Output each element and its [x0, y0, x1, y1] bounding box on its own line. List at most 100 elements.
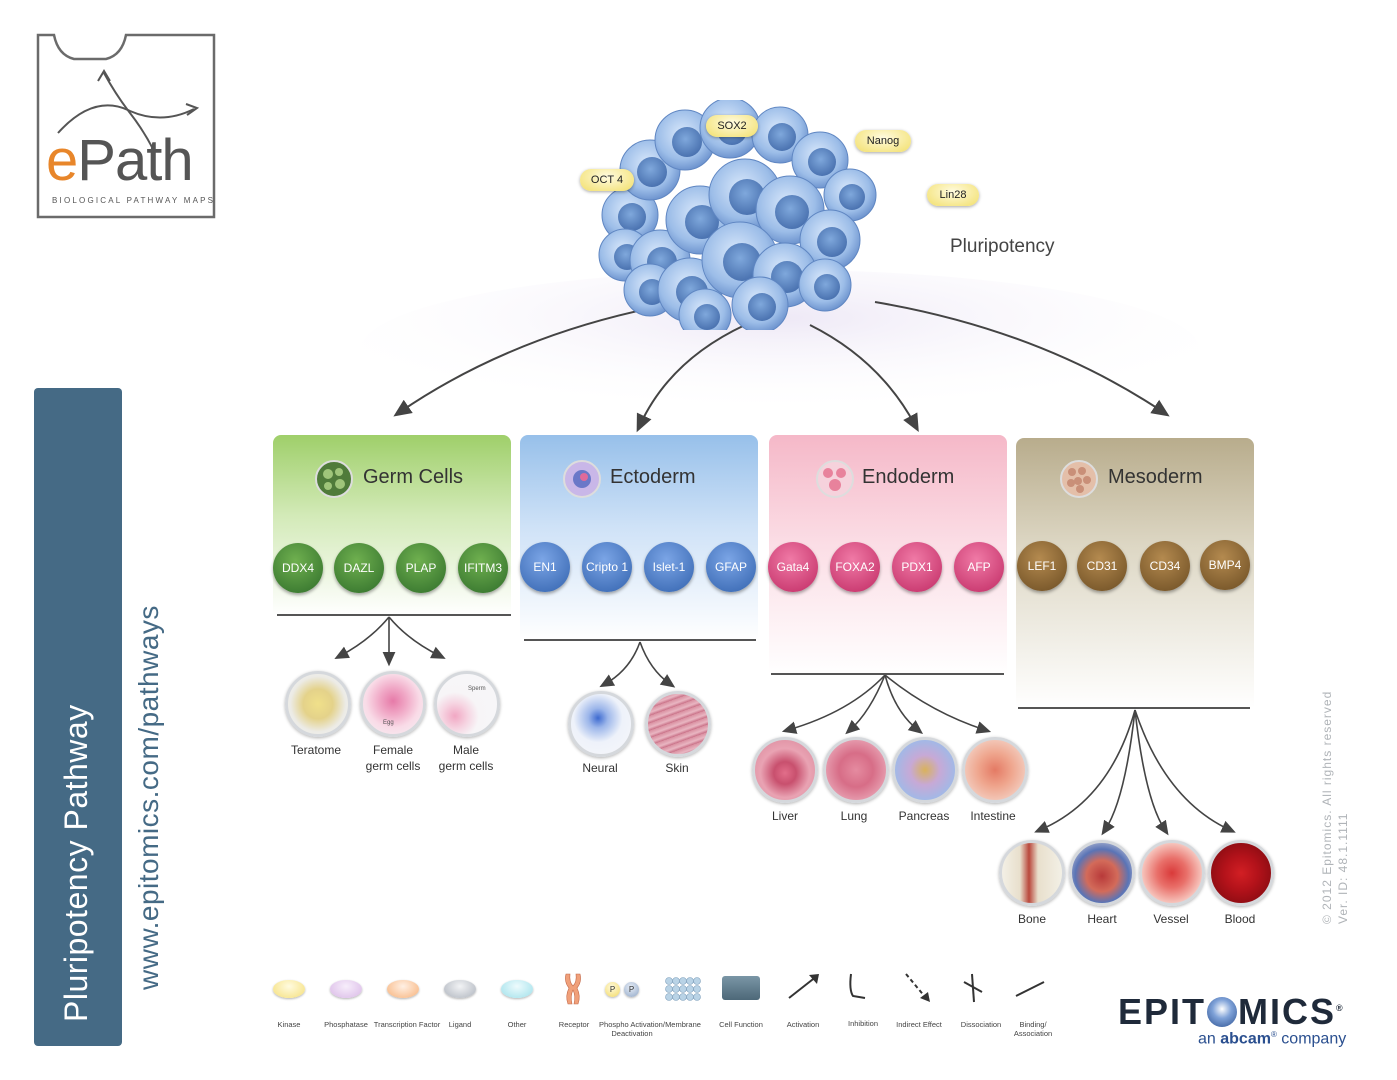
legend-cell-function-label: Cell Function — [719, 1020, 763, 1029]
legend-phosphatase-label: Phosphatase — [324, 1020, 368, 1029]
marker-ddx4: DDX4 — [273, 543, 323, 593]
receptor-icon — [565, 973, 581, 1005]
epath-logo: ePath BIOLOGICAL PATHWAY MAPS — [34, 33, 217, 219]
endoderm-icon — [816, 460, 854, 498]
logo-e: e — [46, 128, 78, 193]
blood-image — [1208, 840, 1274, 906]
logo-subtitle: BIOLOGICAL PATHWAY MAPS — [52, 196, 216, 205]
marker-ifitm3: IFITM3 — [458, 543, 508, 593]
marker-dazl: DAZL — [334, 543, 384, 593]
brand-name-right: MICS — [1238, 991, 1337, 1032]
pluripotency-label: Pluripotency — [950, 236, 1055, 257]
brand-name-left: EPIT — [1118, 991, 1207, 1032]
version-text: Ver. ID: 48.1.1111 — [1336, 812, 1350, 924]
ecto-divider — [524, 639, 756, 641]
skin-label: Skin — [665, 761, 689, 775]
lung-label: Lung — [840, 809, 868, 823]
legend-activation-label: Activation — [786, 1020, 820, 1029]
ectoderm-title: Ectoderm — [610, 466, 696, 488]
legend-other-label: Other — [507, 1020, 527, 1029]
mesoderm-title: Mesoderm — [1108, 466, 1203, 488]
skin-image — [645, 691, 711, 757]
copyright-text: © 2012 Epitomics. All rights reserved — [1320, 690, 1334, 924]
arrow-to-ecto — [636, 324, 746, 433]
pancreas-image — [892, 737, 958, 803]
bone-image — [999, 840, 1065, 906]
germ-divider — [277, 614, 511, 616]
legend-other-swatch — [501, 980, 533, 998]
legend-transcription-factor-label: Transcription Factor — [373, 1020, 441, 1029]
brand-o-icon — [1207, 997, 1238, 1027]
legend-kinase-swatch — [273, 980, 305, 998]
germ-cells-icon — [315, 460, 353, 498]
epitomics-wordmark: EPIT MICS® — [1118, 988, 1345, 1032]
abcam-tagline: an abcam® company — [1198, 1030, 1346, 1048]
tagline-abcam: abcam — [1220, 1030, 1271, 1048]
dissociation-icon — [963, 973, 983, 1003]
binding-association-icon — [1015, 981, 1045, 997]
stem-cell — [678, 288, 732, 330]
marker-lef1: LEF1 — [1017, 541, 1067, 591]
legend-inhibition-label: Inhibition — [847, 1019, 879, 1028]
tagline-pre: an — [1198, 1030, 1221, 1048]
meso-divider — [1018, 707, 1250, 709]
ectoderm-icon — [563, 460, 601, 498]
legend-transcription-factor-swatch — [387, 980, 419, 998]
marker-plap: PLAP — [396, 543, 446, 593]
marker-gfap: GFAP — [706, 542, 756, 592]
legend-binding-label: Binding/ Association — [1013, 1020, 1053, 1038]
stem-cell — [798, 258, 852, 312]
cell-function-swatch — [722, 976, 760, 1000]
female-germ-cells-image — [360, 671, 426, 737]
legend-phosphatase-swatch — [330, 980, 362, 998]
legend-dissociation-label: Dissociation — [960, 1020, 1002, 1029]
legend-indirect-effect-label: Indirect Effect — [896, 1020, 942, 1029]
sidebar-band — [34, 388, 122, 1046]
stem-cell — [601, 186, 659, 244]
mesoderm-icon — [1060, 460, 1098, 498]
legend-phospho-label: Phospho Activation/ Deactivation — [599, 1020, 665, 1038]
marker-foxa2: FOXA2 — [830, 542, 880, 592]
activation-arrow-icon — [788, 974, 819, 999]
male-germ-cells-image — [434, 671, 500, 737]
stem-cell — [731, 276, 789, 330]
phospho-activation-icon: P — [605, 982, 620, 997]
heart-image — [1069, 840, 1135, 906]
neural-image — [568, 691, 634, 757]
logo-path: Path — [77, 128, 193, 193]
legend-ligand-swatch — [444, 980, 476, 998]
germ-cells-title: Germ Cells — [363, 466, 464, 488]
teratome-image — [285, 671, 351, 737]
membrane-icon — [665, 977, 701, 1001]
endo-divider — [771, 673, 1004, 675]
sperm-label: Sperm — [468, 686, 486, 692]
marker-cd34: CD34 — [1140, 541, 1190, 591]
lung-image — [823, 737, 889, 803]
phospho-deactivation-icon: P — [624, 982, 639, 997]
blood-label: Blood — [1224, 912, 1256, 926]
vessel-label: Vessel — [1153, 912, 1189, 926]
pancreas-label: Pancreas — [898, 809, 950, 823]
panel-ectoderm — [520, 435, 758, 640]
marker-en1: EN1 — [520, 542, 570, 592]
inhibition-icon — [849, 973, 866, 999]
liver-label: Liver — [771, 809, 798, 823]
intestine-label: Intestine — [970, 809, 1016, 823]
logo-wordmark: ePath — [46, 128, 194, 193]
tagline-reg: ® — [1270, 1030, 1277, 1039]
marker-nanog: Nanog — [855, 130, 911, 152]
marker-bmp4: BMP4 — [1200, 540, 1250, 590]
endoderm-title: Endoderm — [862, 466, 955, 488]
vessel-image — [1139, 840, 1205, 906]
legend-receptor-label: Receptor — [558, 1020, 590, 1029]
brand-registered: ® — [1336, 1003, 1345, 1013]
marker-pdx1: PDX1 — [892, 542, 942, 592]
marker-islet1: Islet-1 — [644, 542, 694, 592]
arrow-to-endo — [809, 324, 919, 433]
arrow-to-meso — [874, 301, 1170, 417]
liver-image — [752, 737, 818, 803]
stem-cell — [823, 168, 877, 222]
